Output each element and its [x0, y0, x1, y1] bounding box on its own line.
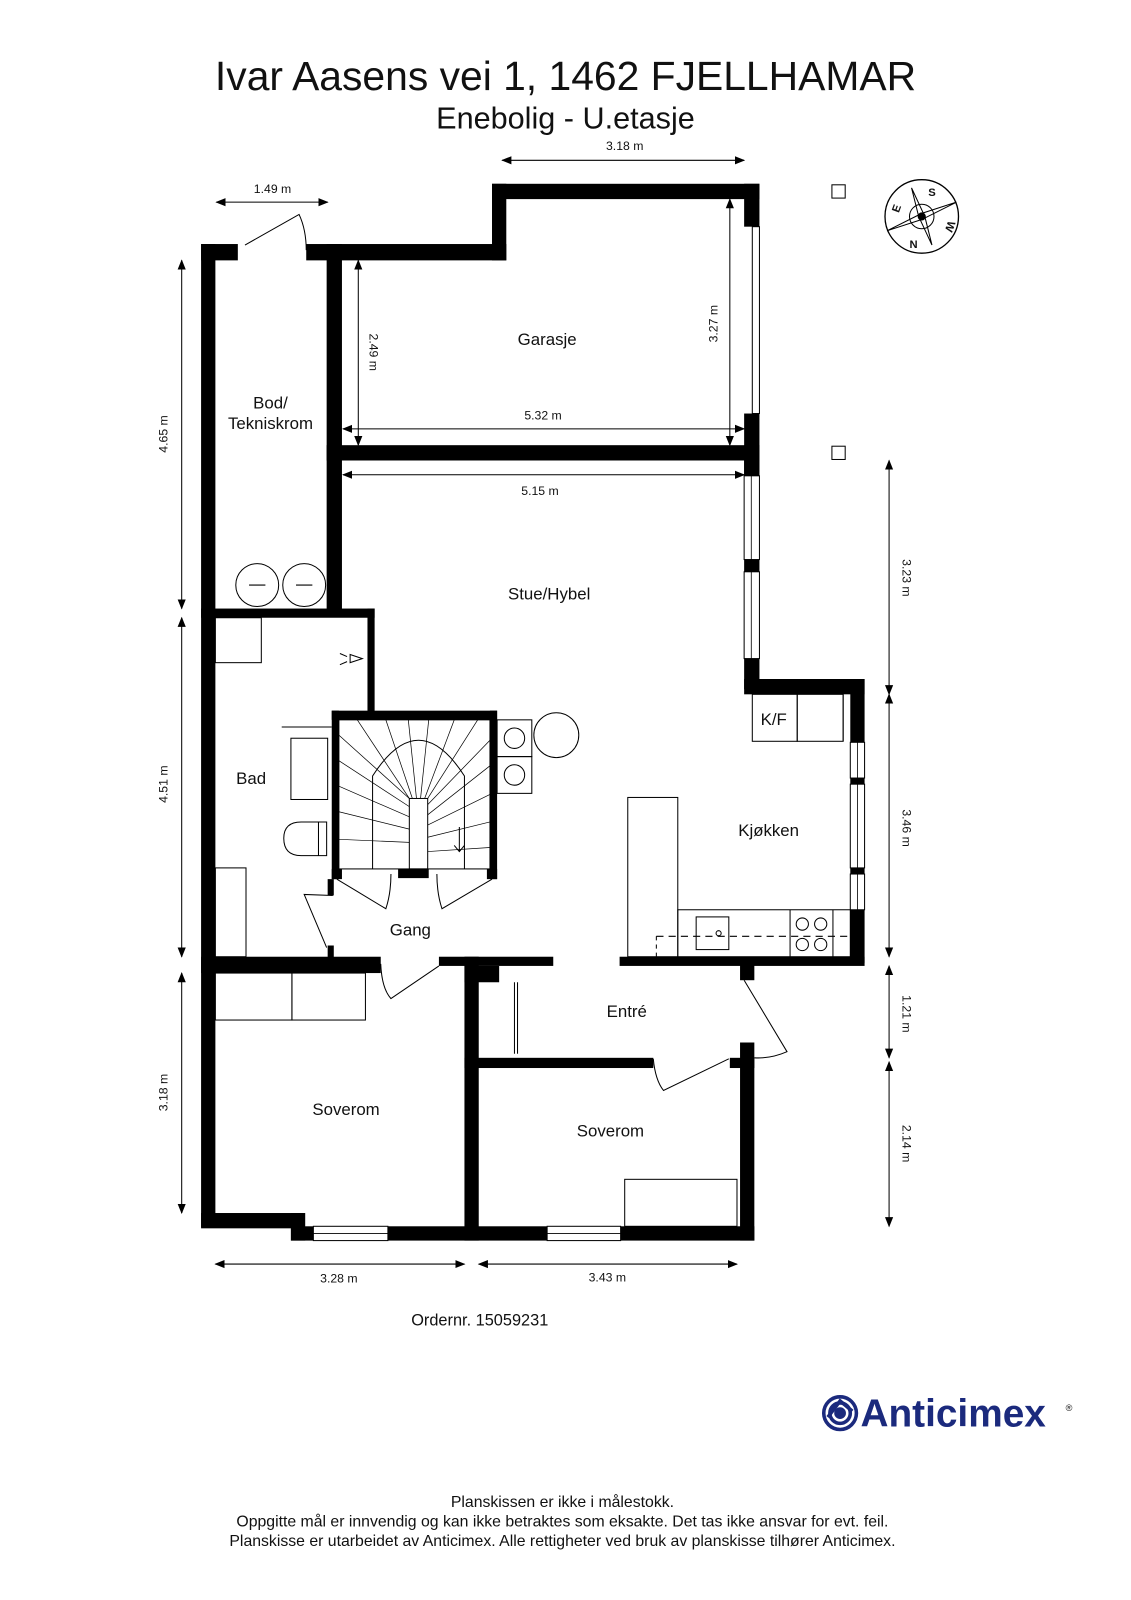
- svg-text:2.49 m: 2.49 m: [367, 334, 381, 371]
- fixtures: [214, 563, 851, 1227]
- room-label-stue: Stue/Hybel: [508, 584, 590, 603]
- room-label-soverom-right: Soverom: [577, 1121, 644, 1140]
- svg-text:3.18 m: 3.18 m: [156, 1074, 170, 1111]
- svg-text:3.46 m: 3.46 m: [899, 809, 913, 846]
- walls: [201, 183, 865, 1241]
- footer-line-1: Planskissen er ikke i målestokk.: [451, 1493, 674, 1511]
- svg-text:1.21 m: 1.21 m: [899, 995, 913, 1032]
- compass-rose-icon: S E N W: [884, 179, 960, 254]
- footer-line-2: Oppgitte mål er innvendig og kan ikke be…: [236, 1512, 888, 1530]
- room-label-gang: Gang: [390, 920, 431, 939]
- footer-line-3: Planskisse er utarbeidet av Anticimex. A…: [229, 1533, 895, 1550]
- room-label-bod: Bod/: [253, 393, 288, 412]
- marker-square: [831, 445, 846, 460]
- room-label-bad: Bad: [236, 769, 266, 788]
- svg-text:E: E: [890, 203, 904, 215]
- marker-square: [831, 184, 846, 199]
- svg-text:1.49 m: 1.49 m: [254, 182, 291, 196]
- anticimex-logo-icon: [821, 1395, 859, 1432]
- svg-text:N: N: [910, 239, 918, 251]
- anticimex-logo-text: Anticimex: [860, 1392, 1046, 1435]
- svg-text:4.51 m: 4.51 m: [156, 765, 170, 802]
- anticimex-logo: Anticimex ®: [821, 1392, 1073, 1435]
- room-label-garasje: Garasje: [518, 330, 577, 349]
- room-labels: Garasje Bod/ Tekniskrom Stue/Hybel Bad K…: [228, 330, 799, 1140]
- svg-text:3.23 m: 3.23 m: [899, 559, 913, 596]
- svg-text:3.28 m: 3.28 m: [320, 1271, 357, 1285]
- svg-text:2.14 m: 2.14 m: [899, 1125, 913, 1162]
- svg-text:3.43 m: 3.43 m: [589, 1270, 626, 1284]
- svg-text:5.32 m: 5.32 m: [524, 409, 561, 423]
- room-label-kjokken: Kjøkken: [738, 821, 799, 840]
- anticimex-logo-reg: ®: [1066, 1403, 1073, 1413]
- svg-text:5.15 m: 5.15 m: [521, 484, 558, 498]
- windows: [312, 226, 866, 1242]
- svg-text:3.27 m: 3.27 m: [707, 305, 721, 342]
- room-label-entre: Entré: [607, 1002, 647, 1021]
- order-number: Ordernr. 15059231: [411, 1311, 548, 1329]
- page-subtitle: Enebolig - U.etasje: [436, 102, 695, 136]
- room-label-tekniskrom: Tekniskrom: [228, 414, 313, 433]
- svg-text:S: S: [928, 187, 936, 199]
- room-label-kf: K/F: [761, 710, 787, 729]
- svg-text:W: W: [942, 219, 957, 233]
- svg-text:4.65 m: 4.65 m: [156, 415, 170, 452]
- room-label-soverom-left: Soverom: [312, 1100, 379, 1119]
- doors: [244, 213, 788, 1092]
- svg-text:3.18 m: 3.18 m: [606, 139, 643, 153]
- dimension-lines: 3.18 m 1.49 m 2.49 m 3.27 m 5.32 m 5.15 …: [156, 139, 913, 1285]
- page-title: Ivar Aasens vei 1, 1462 FJELLHAMAR: [215, 53, 916, 99]
